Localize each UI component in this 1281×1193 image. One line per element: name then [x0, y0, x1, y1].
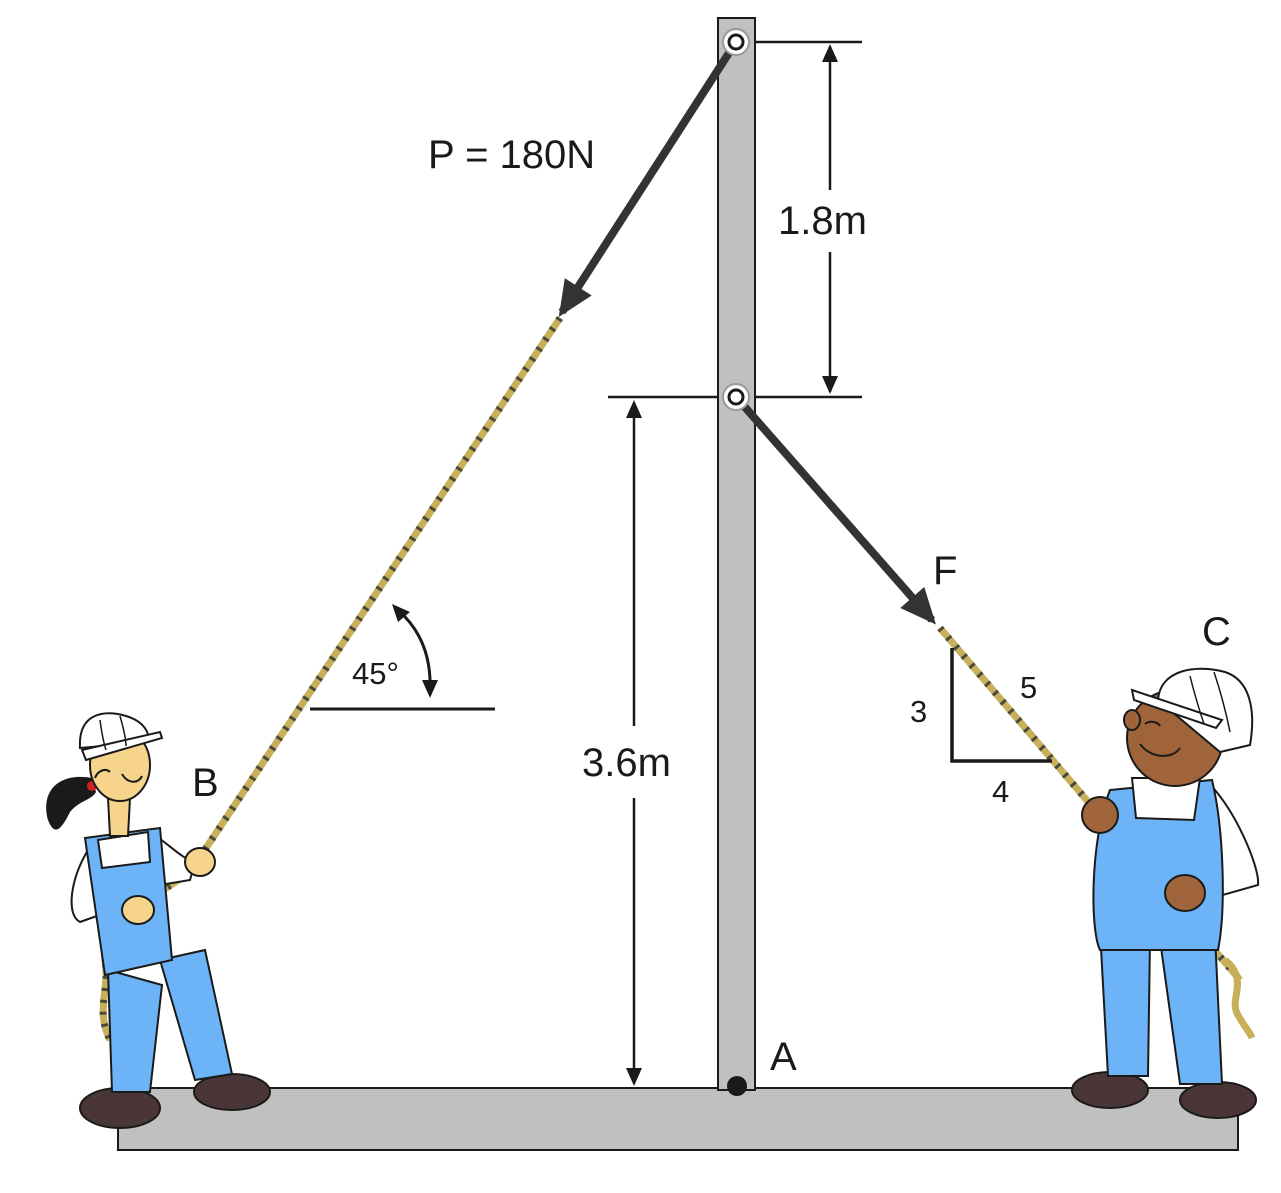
- pole: [717, 17, 756, 1091]
- pin-top: [722, 28, 750, 56]
- point-a-label: A: [770, 1035, 797, 1079]
- ground-base: [117, 1087, 1239, 1151]
- pin-middle: [722, 383, 750, 411]
- force-f-label: F: [933, 549, 957, 593]
- slope-run-label: 4: [992, 774, 1009, 809]
- slope-hyp-label: 5: [1020, 670, 1037, 705]
- upper-span-label: 1.8m: [778, 199, 867, 243]
- dimension-arrowheads: [626, 44, 838, 1086]
- rope-b: [99, 316, 563, 1042]
- point-b-label: B: [192, 761, 219, 805]
- angle-label: 45°: [352, 656, 399, 691]
- slope-triangle: [950, 648, 1052, 763]
- angle-arc: [397, 608, 432, 691]
- worker-b: [46, 712, 271, 1129]
- lower-span-label: 3.6m: [582, 741, 671, 785]
- worker-c: [1071, 667, 1260, 1119]
- slope-rise-label: 3: [910, 694, 927, 729]
- angle-arc-head-bottom: [422, 680, 438, 698]
- force-p-label: P = 180N: [428, 133, 595, 177]
- dimension-lines: [608, 40, 862, 1082]
- support-point-a: [727, 1076, 747, 1096]
- force-p-arrow: [558, 39, 740, 318]
- angle-arc-head-top: [392, 604, 410, 622]
- point-c-label: C: [1202, 610, 1231, 654]
- force-f-arrow: [732, 394, 936, 625]
